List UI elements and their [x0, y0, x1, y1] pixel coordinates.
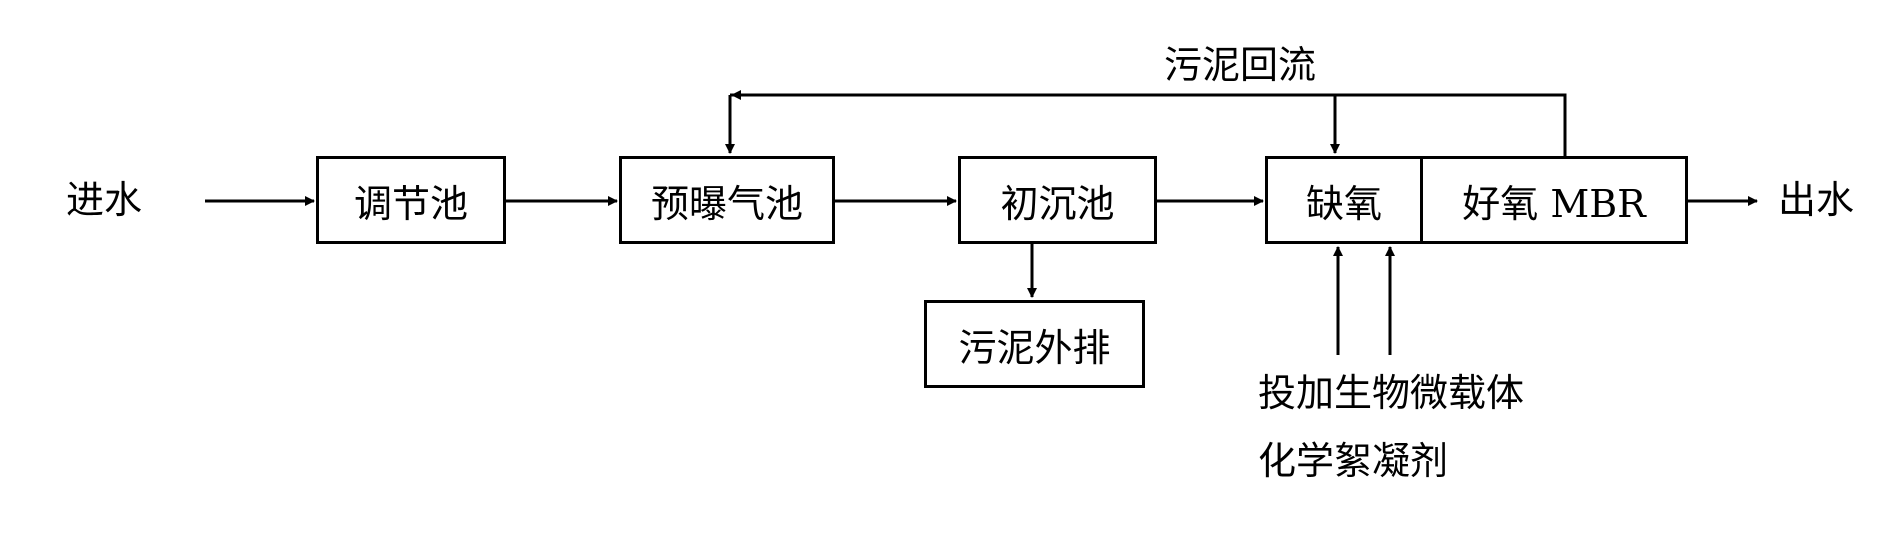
aerobic-mbr-label: 好氧 MBR	[1462, 181, 1646, 226]
pre-aeration-tank-label: 预曝气池	[650, 181, 803, 226]
aerobic-mbr-section: 好氧 MBR	[1423, 159, 1685, 241]
sludge-discharge-label: 污泥外排	[958, 325, 1111, 370]
sludge-discharge-box: 污泥外排	[924, 300, 1145, 388]
pre-aeration-tank-box: 预曝气池	[619, 156, 835, 244]
anoxic-label: 缺氧	[1305, 181, 1382, 226]
equalization-tank-box: 调节池	[316, 156, 506, 244]
inlet-label: 进水	[66, 178, 143, 222]
equalization-tank-label: 调节池	[353, 181, 468, 226]
dosing-label-line2: 化学絮凝剂	[1258, 439, 1449, 483]
outlet-label: 出水	[1778, 178, 1855, 222]
sludge-return-line	[730, 93, 1567, 156]
primary-settling-tank-box: 初沉池	[958, 156, 1157, 244]
sludge-return-label: 污泥回流	[1164, 43, 1317, 87]
anoxic-mbr-box: 缺氧 好氧 MBR	[1265, 156, 1688, 244]
primary-settling-tank-label: 初沉池	[1000, 181, 1115, 226]
anoxic-section: 缺氧	[1268, 159, 1423, 241]
dosing-label-line1: 投加生物微载体	[1258, 371, 1525, 415]
